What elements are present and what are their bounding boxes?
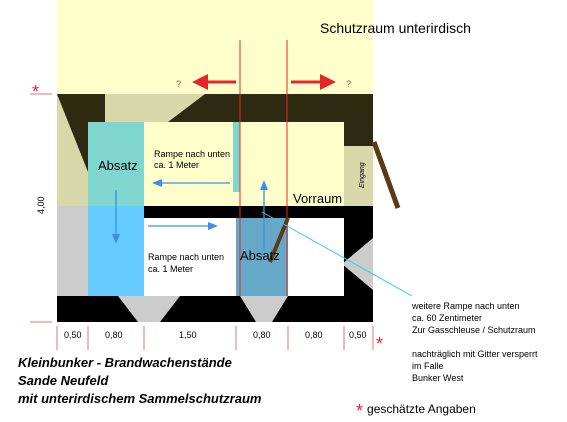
question-left: ? bbox=[176, 79, 181, 89]
height-dimension: 4,00 bbox=[36, 196, 46, 214]
ramp-lower-line1: Rampe nach unten bbox=[148, 252, 224, 262]
entrance-wall bbox=[344, 146, 373, 206]
dim-1: 0,50 bbox=[64, 330, 82, 340]
dimension-marks bbox=[30, 93, 374, 350]
arrow-blue-left bbox=[152, 179, 230, 187]
bottom-wall-slope-left bbox=[118, 296, 180, 322]
ramp-edge-upper bbox=[233, 122, 240, 192]
left-wall-lower bbox=[57, 206, 88, 296]
note-line-4 bbox=[412, 336, 538, 348]
note-line-6: im Falle bbox=[412, 361, 444, 371]
estimate-asterisk-top: * bbox=[32, 82, 39, 102]
dim-5: 0,80 bbox=[305, 330, 323, 340]
note-leader-line bbox=[261, 211, 413, 297]
arrow-left-red bbox=[192, 74, 236, 90]
entrance-pillar bbox=[344, 122, 373, 146]
dim-6: 0,50 bbox=[349, 330, 367, 340]
entrance-door bbox=[371, 141, 401, 209]
absatz-upper-label: Absatz bbox=[98, 158, 138, 173]
shelter-label: Schutzraum unterirdisch bbox=[320, 20, 471, 36]
eingang-label: Eingang bbox=[359, 162, 366, 188]
title-line-1: Kleinbunker - Brandwachenstände bbox=[18, 355, 232, 370]
middle-wall bbox=[88, 206, 344, 218]
bottom-wall-slope-right bbox=[240, 296, 288, 322]
ramp-lower-line2: ca. 1 Meter bbox=[148, 264, 193, 274]
absatz-lower-right bbox=[236, 218, 288, 296]
estimate-asterisk-bottom: * bbox=[376, 334, 383, 354]
ramp-upper-line2: ca. 1 Meter bbox=[154, 160, 199, 170]
left-wall-notch bbox=[57, 206, 88, 234]
title-line-3: mit unterirdischem Sammelschutzraum bbox=[18, 391, 262, 406]
arrow-blue-up bbox=[260, 180, 268, 250]
note-line-5: nachträglich mit Gitter versperrt bbox=[412, 349, 538, 359]
top-wall-slope bbox=[105, 94, 205, 122]
question-right: ? bbox=[346, 79, 351, 89]
legend-text: geschätzte Angaben bbox=[367, 402, 476, 416]
note-line-2: ca. 60 Zentimeter bbox=[412, 313, 483, 323]
dim-2: 0,80 bbox=[105, 330, 123, 340]
legend-asterisk: * bbox=[356, 401, 364, 421]
legend: *geschätzte Angaben bbox=[356, 397, 476, 421]
ramp-upper-line1: Rampe nach unten bbox=[154, 149, 230, 159]
left-wall-slope bbox=[57, 94, 88, 206]
absatz-lower-label: Absatz bbox=[240, 248, 280, 263]
title-line-2: Sande Neufeld bbox=[18, 373, 109, 388]
vorraum-label: Vorraum bbox=[293, 191, 342, 206]
arrow-blue-right bbox=[148, 222, 218, 230]
note-line-3: Zur Gasschleuse / Schutzraum bbox=[412, 325, 536, 335]
note-line-1: weitere Rampe nach unten bbox=[412, 301, 520, 311]
arrow-blue-down bbox=[112, 190, 120, 244]
notes-block: weitere Rampe nach unten ca. 60 Zentimet… bbox=[412, 300, 538, 384]
dim-3: 1,50 bbox=[179, 330, 197, 340]
right-wall-notch bbox=[342, 238, 373, 290]
dim-4: 0,80 bbox=[253, 330, 271, 340]
arrow-right-red bbox=[291, 74, 336, 90]
note-line-7: Bunker West bbox=[412, 373, 464, 383]
